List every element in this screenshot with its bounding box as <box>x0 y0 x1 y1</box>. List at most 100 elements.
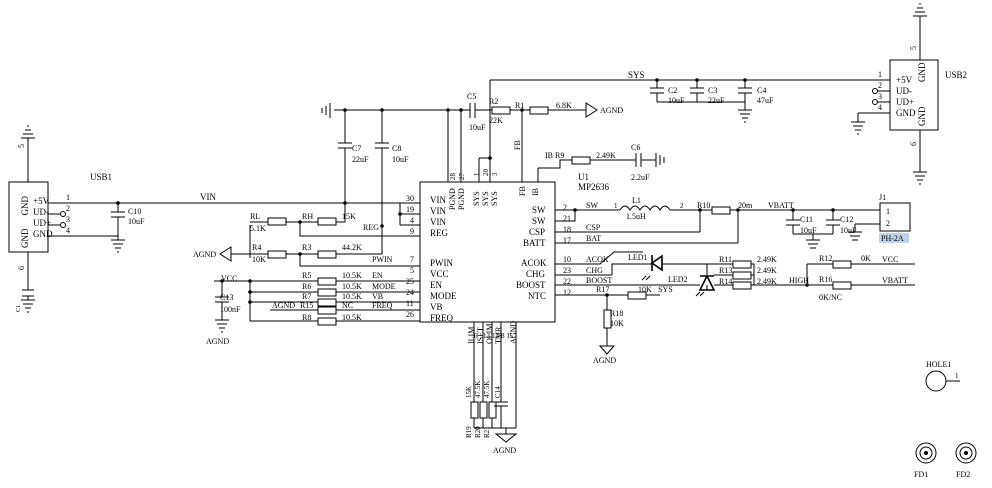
u1-pin-name: VCC <box>430 269 449 279</box>
r3-ref: R3 <box>302 243 311 252</box>
rh-ref: RH <box>302 212 313 221</box>
c3-ref: C3 <box>708 86 717 95</box>
c5-value: 10uF <box>469 123 486 132</box>
r7-value: 10.5K <box>342 292 362 301</box>
usb1-pin-label: UD+ <box>33 218 51 228</box>
sys-rail: SYS C2 10uF C3 22uF C4 47uF <box>478 70 880 182</box>
u1-pin-name: SW <box>532 216 546 226</box>
mechanical-parts: HOLE1 1 FD1 FD2 <box>914 360 977 479</box>
u1-pin-name: FB <box>518 186 527 196</box>
u1-pin-number: 6 <box>474 332 478 340</box>
inductor-l1 <box>619 205 671 211</box>
u1-pin-number: 20 <box>482 169 490 177</box>
u1-pin-name: NTC <box>528 291 546 301</box>
net-acok-label: ACOK <box>586 255 609 264</box>
usb1-pin-label: +5V <box>33 196 50 206</box>
u1-pin-name: EN <box>430 280 442 290</box>
u1-pin-number: 17 <box>563 236 571 245</box>
output-stage: SW L1 1.5uH 1 2 R10 20m VBATT CSP BAT C1… <box>555 196 880 249</box>
vin-divider: RL 5.1K RH 15K REG AGND R4 10K R3 44.2K … <box>193 203 420 267</box>
ground-symbol <box>913 3 927 60</box>
r18-value: 10K <box>610 319 624 328</box>
r18-ref: R18 <box>610 309 623 318</box>
c6-value: 2.2uF <box>631 173 650 182</box>
j1-pin: 1 <box>886 207 890 216</box>
u1-pin-number: 12 <box>563 288 571 297</box>
rl-value: 5.1K <box>250 224 266 233</box>
u1-pin-name: PGND <box>448 188 457 210</box>
u1-pin-number: 18 <box>563 225 571 234</box>
c7-ref: C7 <box>352 144 361 153</box>
r5-ref: R5 <box>302 271 311 280</box>
pin-number: 6 <box>909 142 918 146</box>
c7-value: 22uF <box>352 155 369 164</box>
r20-value: 47.5K <box>474 381 482 398</box>
r6-ref: R6 <box>302 282 311 291</box>
net-vbatt-label: VBATT <box>882 276 908 285</box>
r19-value: 15K <box>465 386 473 398</box>
pin-number: 6 <box>17 266 26 270</box>
pin-number: 5 <box>909 46 918 50</box>
l1-value: 1.5uH <box>626 212 646 221</box>
u1-pin-number: 1 <box>473 172 481 176</box>
rh-value: 15K <box>342 212 356 221</box>
r17-value: 10K <box>638 285 652 294</box>
r12-ref: R12 <box>819 254 832 263</box>
r14-ref: R14 <box>719 277 732 286</box>
r3-value: 44.2K <box>342 243 362 252</box>
u1-pin-name: MODE <box>430 291 457 301</box>
pin-number: 4 <box>878 103 882 112</box>
u1-pin-number: 21 <box>563 214 571 223</box>
u1-body <box>419 181 556 323</box>
r14-value: 2.49K <box>757 277 777 286</box>
rl-ref: RL <box>250 212 260 221</box>
agnd-label: AGND <box>600 106 623 115</box>
c12-ref: C12 <box>840 215 853 224</box>
u1-pin-name: TMR <box>494 326 503 344</box>
u1-pin-number: 19 <box>406 205 414 214</box>
c11-value: 10uF <box>800 226 817 235</box>
c2-ref: C2 <box>668 86 677 95</box>
u1-pin-name: ACOK <box>521 258 547 268</box>
usb2-shield-label-bottom: GND <box>917 106 927 126</box>
c14-ref: C14 <box>494 386 502 398</box>
r8-value: 10.5K <box>342 313 362 322</box>
c10-ref: C10 <box>128 207 141 216</box>
r5-value: 10.5K <box>342 271 362 280</box>
c1-ref: C1 <box>16 305 22 312</box>
r9-ref: IB R9 <box>545 151 564 160</box>
ground-symbol <box>321 103 331 118</box>
ground-symbol <box>851 113 865 135</box>
ground-symbol <box>21 299 35 313</box>
battery-connector-j1: J1 1 2 PH-2A <box>879 193 911 243</box>
u1-pin-number: 14 <box>492 332 500 340</box>
c2-value: 10uF <box>668 96 685 105</box>
status-leds: ACOK CHG BOOST LED1 LED2 R11 2.49K R13 2… <box>555 251 816 297</box>
net-mode-label: MODE <box>372 282 396 291</box>
ground-symbol <box>111 239 125 253</box>
fd1-symbol <box>915 442 937 464</box>
u1-pin-number: 22 <box>563 277 571 286</box>
j1-ref: J1 <box>879 193 886 202</box>
c11-ref: C11 <box>800 215 813 224</box>
u1-part: MP2636 <box>578 182 610 192</box>
u1-pin-name: VIN <box>430 195 446 205</box>
usb1-pin-label: UD- <box>33 207 49 217</box>
ib-network: IB R9 2.49K C6 2.2uF <box>538 143 665 182</box>
u1-pin-number: 8 <box>501 332 505 340</box>
net-high-label: HIGH <box>789 276 809 285</box>
agnd-label: AGND <box>206 337 229 346</box>
usb1-shield-label-bottom: GND <box>20 228 30 248</box>
c6-ref: C6 <box>631 143 640 152</box>
u1-pin-number: 2 <box>563 203 567 212</box>
c4-ref: C4 <box>757 86 766 95</box>
r19-ref: R19 <box>465 426 473 438</box>
c10-value: 10uF <box>128 217 145 226</box>
u1-pin-name: SYS <box>472 191 481 206</box>
r15-value: NC <box>342 301 353 310</box>
ic-u1-mp2636: U1 MP2636 VIN VIN VIN REG PWIN VCC EN MO… <box>398 168 610 344</box>
net-boost-label: BOOST <box>586 276 612 285</box>
u1-pin-name: FREQ <box>430 313 454 323</box>
ground-symbol <box>655 153 665 167</box>
fd2-symbol <box>955 442 977 464</box>
